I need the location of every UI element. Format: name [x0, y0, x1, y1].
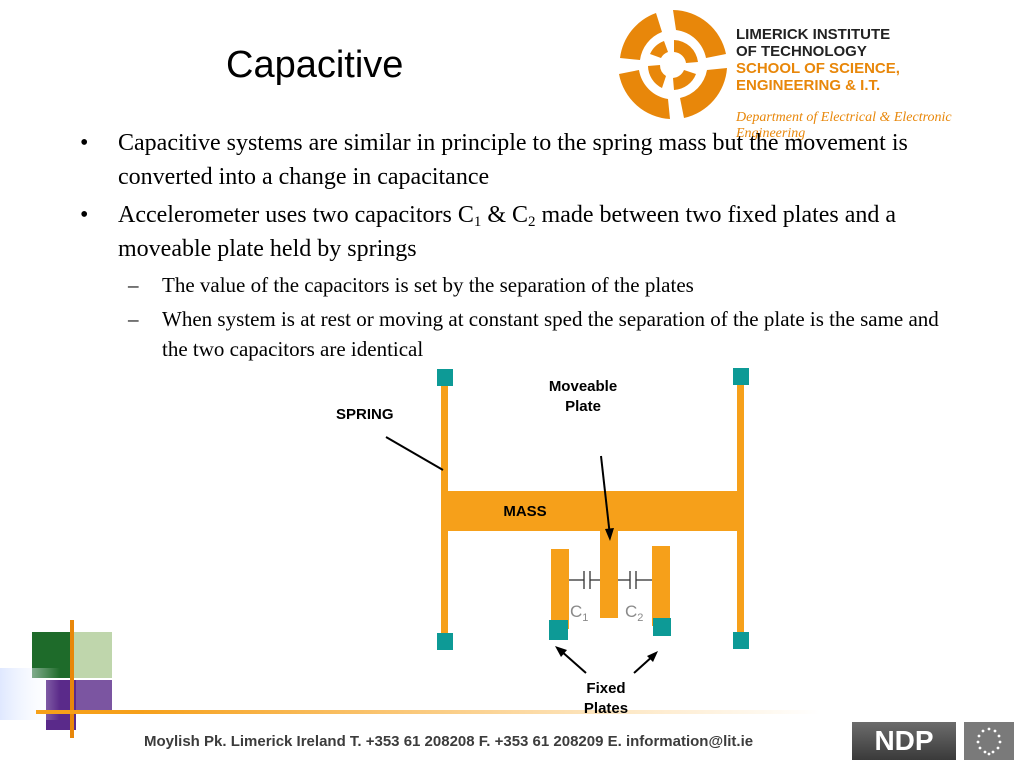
- spring-pointer-line: [385, 436, 444, 471]
- orange-vertical-line: [70, 620, 74, 738]
- mass-block: [444, 491, 743, 531]
- anchor-bottom-left: [437, 633, 453, 650]
- fixed-label-line2: Plates: [584, 700, 628, 717]
- fixed-label-line1: Fixed: [586, 680, 625, 697]
- fixed-plate-left: [551, 549, 569, 629]
- c2-label: C2: [625, 602, 643, 624]
- capacitor-symbols: [569, 571, 652, 589]
- lit-logo: [619, 10, 727, 119]
- eu-stars-icon: [976, 727, 1002, 756]
- footer-rule: [140, 710, 820, 714]
- mass-label: MASS: [503, 503, 546, 520]
- purple-square-2: [76, 680, 112, 710]
- bullet-item: • Capacitive systems are similar in prin…: [80, 126, 960, 194]
- footer-contact: Moylish Pk. Limerick Ireland T. +353 61 …: [144, 733, 754, 750]
- ndp-logo: NDP: [852, 722, 956, 760]
- fixed-plate-arrow-left: [559, 649, 587, 674]
- c1-label: C1: [570, 602, 588, 624]
- moveable-label-line2: Plate: [565, 398, 601, 415]
- bullet-list: • Capacitive systems are similar in prin…: [80, 126, 960, 368]
- fixed-plate-arrowhead-right: [647, 651, 658, 662]
- orange-horizontal-line: [36, 710, 140, 714]
- fixed-plate-left-anchor: [549, 620, 568, 640]
- department-name: Department of Electrical & Electronic En…: [736, 110, 952, 141]
- sub-bullet-marker: –: [128, 273, 139, 297]
- fixed-plate-right: [652, 546, 670, 626]
- anchor-top-right: [733, 368, 749, 385]
- fixed-plate-right-anchor: [653, 618, 671, 636]
- corner-decoration: [0, 620, 140, 738]
- moveable-plate: [600, 530, 618, 618]
- moveable-label-line1: Moveable: [549, 378, 617, 395]
- eu-flag-logo: [964, 722, 1014, 760]
- anchor-bottom-right: [733, 632, 749, 649]
- bullet-marker: •: [80, 202, 89, 228]
- moveable-plate-arrow: [600, 455, 611, 537]
- institute-name: LIMERICK INSTITUTE OF TECHNOLOGY SCHOOL …: [736, 26, 900, 94]
- green-square-light: [72, 632, 112, 678]
- slide-title: Capacitive: [226, 44, 404, 86]
- moveable-plate-arrowhead: [605, 528, 614, 541]
- sub-bullet-item: – When system is at rest or moving at co…: [80, 304, 960, 364]
- spring-label: SPRING: [336, 406, 394, 423]
- bullet-marker: •: [80, 130, 89, 156]
- fixed-plate-arrowhead-left: [555, 646, 567, 657]
- anchor-top-left: [437, 369, 453, 386]
- bullet-item: • Accelerometer uses two capacitors C1 &…: [80, 198, 960, 266]
- sub-bullet-item: – The value of the capacitors is set by …: [80, 270, 960, 300]
- sub-bullet-marker: –: [128, 307, 139, 331]
